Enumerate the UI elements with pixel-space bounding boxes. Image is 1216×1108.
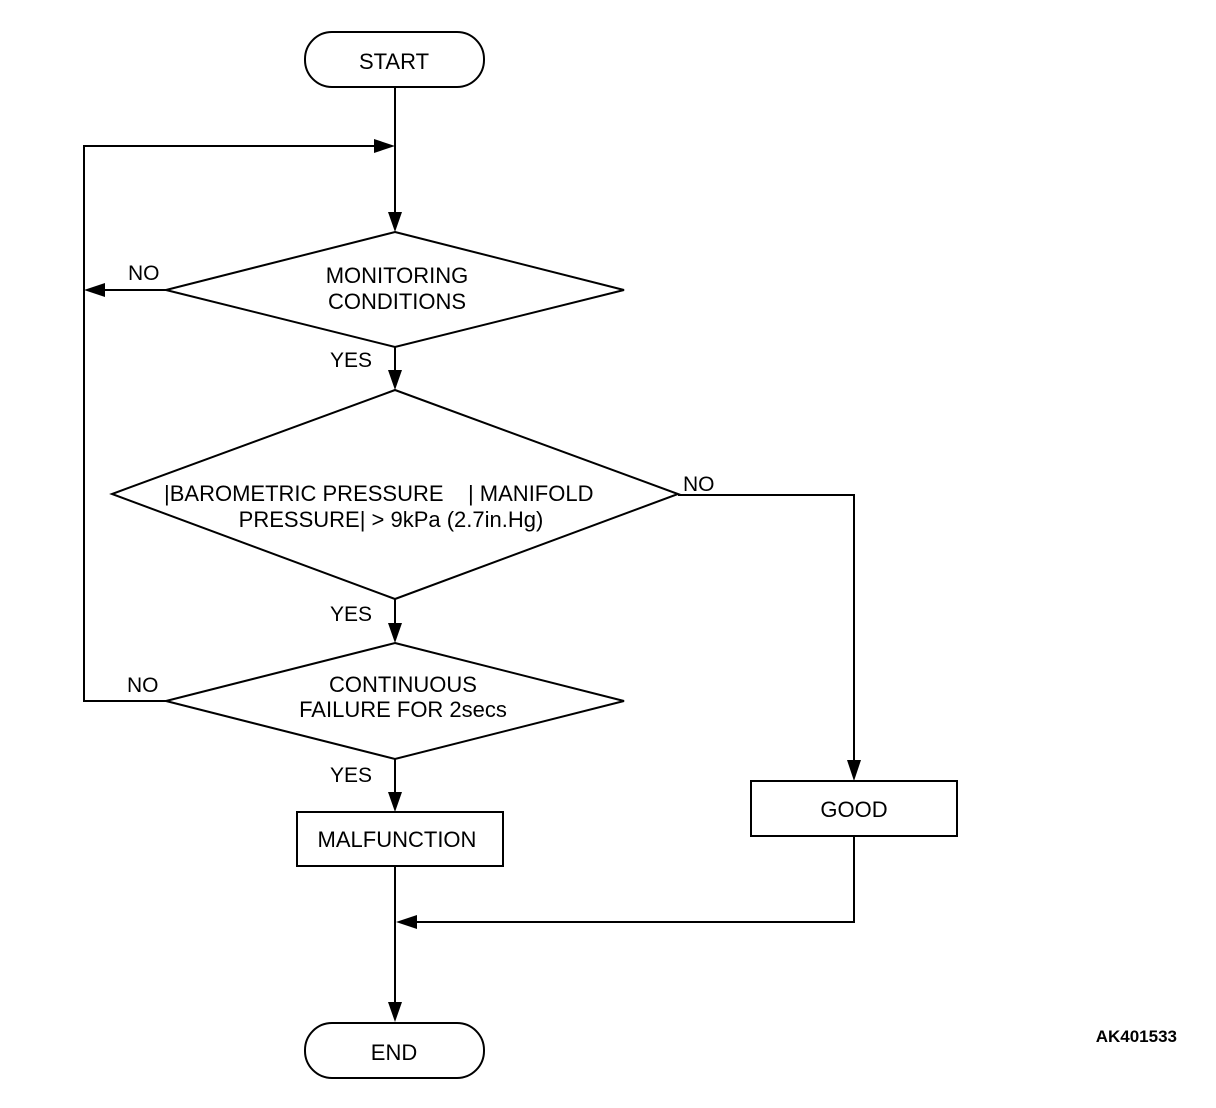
arrowhead-to-end bbox=[388, 1002, 402, 1022]
monitoring-yes-label: YES bbox=[330, 349, 372, 372]
edge-good-to-merge bbox=[415, 836, 855, 923]
good-box bbox=[750, 780, 958, 837]
end-label: END bbox=[371, 1040, 417, 1065]
pressure-yes-label: YES bbox=[330, 603, 372, 626]
malfunction-box bbox=[296, 811, 504, 867]
pressure-line-1: |BAROMETRIC PRESSURE | MANIFOLD bbox=[164, 481, 593, 506]
arrowhead-monitoring-yes bbox=[388, 370, 402, 390]
good-label: GOOD bbox=[820, 797, 887, 822]
arrowhead-to-good bbox=[847, 760, 861, 781]
arrowhead-to-malfunction bbox=[388, 792, 402, 812]
end-terminal bbox=[304, 1022, 485, 1079]
arrowhead-merge bbox=[396, 915, 417, 929]
monitoring-line-2: CONDITIONS bbox=[328, 289, 466, 314]
edge-continuous-no-loop bbox=[83, 145, 378, 702]
reference-code: AK401533 bbox=[1096, 1027, 1177, 1046]
monitoring-no-label: NO bbox=[128, 262, 160, 285]
arrowhead-pressure-yes bbox=[388, 623, 402, 643]
pressure-line-2: PRESSURE| > 9kPa (2.7in.Hg) bbox=[239, 507, 544, 532]
arrowhead-monitoring-no bbox=[84, 283, 105, 297]
start-label: START bbox=[359, 49, 429, 74]
monitoring-line-1: MONITORING bbox=[326, 263, 469, 288]
continuous-line-2: FAILURE FOR 2secs bbox=[299, 697, 507, 722]
arrowhead-to-monitoring bbox=[388, 212, 402, 232]
arrowhead-loop-return bbox=[374, 139, 395, 153]
continuous-line-1: CONTINUOUS bbox=[329, 672, 477, 697]
edge-pressure-no-to-good bbox=[678, 494, 855, 762]
malfunction-label: MALFUNCTION bbox=[318, 827, 477, 852]
pressure-no-label: NO bbox=[683, 473, 715, 496]
continuous-no-label: NO bbox=[127, 674, 159, 697]
continuous-yes-label: YES bbox=[330, 764, 372, 787]
